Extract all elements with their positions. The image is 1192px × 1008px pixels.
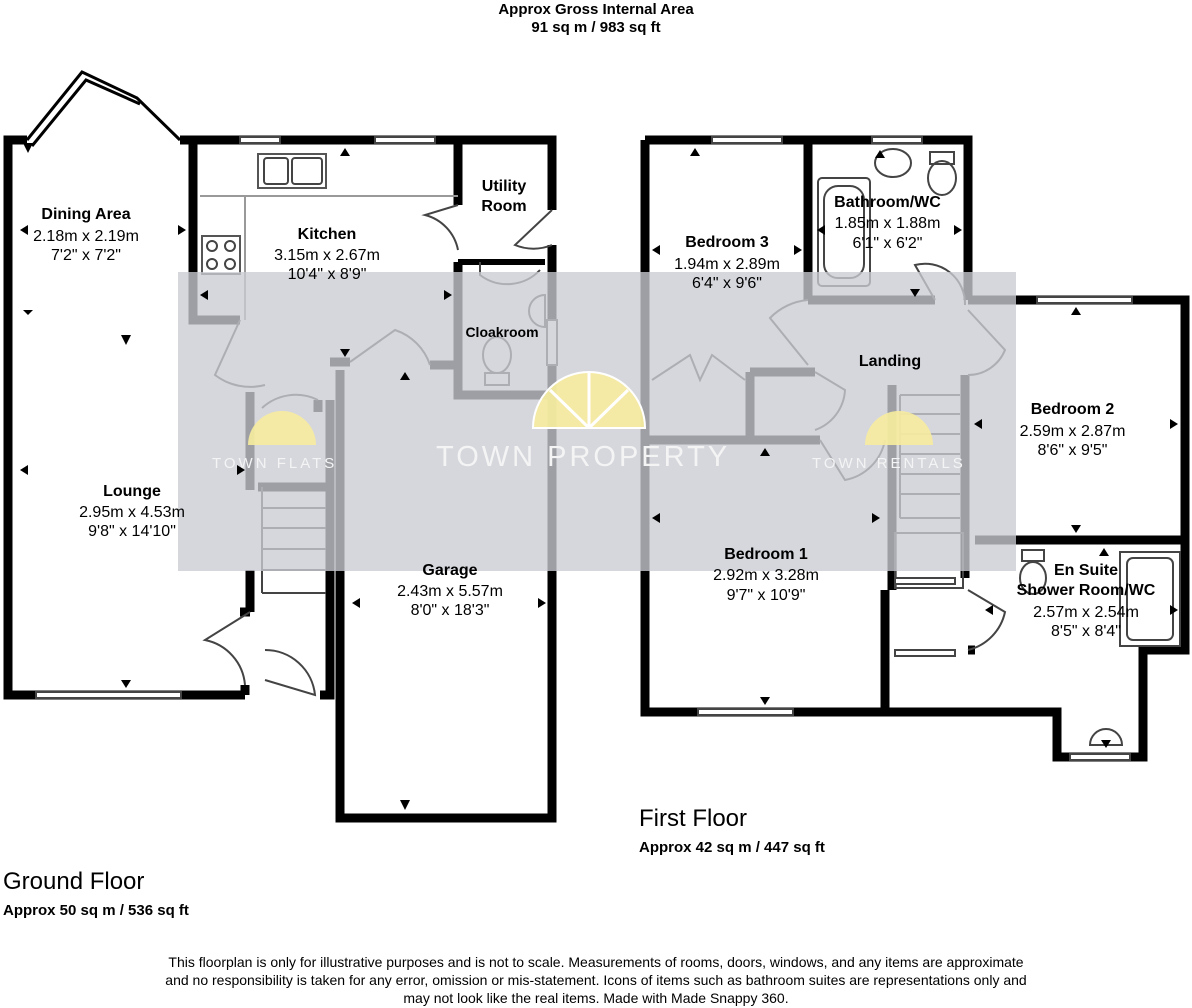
room-imperial-ensuite: 8'5" x 8'4" [1051,623,1121,640]
watermark-main: TOWN PROPERTY [436,441,731,473]
room-name-utility-2: Room [481,198,527,215]
disclaimer-line-2: and no responsibility is taken for any e… [165,972,1027,988]
watermark-right: TOWN RENTALS [812,455,966,472]
room-metric-dining-area: 2.18m x 2.19m [33,228,139,245]
room-name-garage: Garage [422,562,478,579]
room-imperial-kitchen: 10'4" x 8'9" [287,266,367,283]
room-name-lounge: Lounge [103,483,161,500]
room-metric-lounge: 2.95m x 4.53m [79,504,185,521]
ground-floor-title: Ground Floor [3,868,145,895]
watermark [178,272,1016,571]
room-name-bathroom: Bathroom/WC [834,194,941,211]
room-name-kitchen: Kitchen [297,226,357,243]
room-metric-bathroom: 1.85m x 1.88m [834,215,941,232]
room-name-ensuite-1: En Suite [1053,562,1118,579]
measurement-arrows [20,143,1178,810]
room-name-landing: Landing [858,353,922,370]
room-name-bedroom1: Bedroom 1 [724,546,808,563]
room-metric-bedroom3: 1.94m x 2.89m [674,256,780,273]
room-metric-bedroom2: 2.59m x 2.87m [1019,423,1126,440]
ground-floor-area: Approx 50 sq m / 536 sq ft [3,902,189,919]
room-imperial-dining-area: 7'2" x 7'2" [51,247,121,264]
room-imperial-bedroom2: 8'6" x 9'5" [1037,442,1108,459]
room-metric-ensuite: 2.57m x 2.54m [1033,604,1139,621]
room-metric-garage: 2.43m x 5.57m [397,583,503,600]
gross-area-title: Approx Gross Internal Area [498,1,694,18]
first-floor-title: First Floor [639,805,747,832]
room-name-dining-area: Dining Area [41,206,131,223]
room-imperial-bedroom3: 6'4" x 9'6" [692,275,762,292]
disclaimer-line-1: This floorplan is only for illustrative … [168,954,1024,970]
room-metric-bedroom1: 2.92m x 3.28m [713,567,819,584]
disclaimer-line-3: may not look like the real items. Made w… [403,990,789,1006]
room-imperial-bathroom: 6'1" x 6'2" [852,235,923,252]
room-imperial-lounge: 9'8" x 14'10" [88,523,176,540]
room-imperial-garage: 8'0" x 18'3" [410,602,490,619]
room-imperial-bedroom1: 9'7" x 10'9" [726,587,806,604]
gross-area-value: 91 sq m / 983 sq ft [531,19,661,36]
watermark-left: TOWN FLATS [212,455,338,472]
room-name-utility-1: Utility [481,178,527,195]
room-name-bedroom2: Bedroom 2 [1030,401,1115,418]
room-metric-kitchen: 3.15m x 2.67m [274,247,380,264]
room-name-cloakroom: Cloakroom [465,324,539,340]
first-floor-area: Approx 42 sq m / 447 sq ft [639,839,825,856]
bay-window [25,70,182,142]
room-name-ensuite-2: Shower Room/WC [1016,582,1156,599]
room-name-bedroom3: Bedroom 3 [685,234,769,251]
